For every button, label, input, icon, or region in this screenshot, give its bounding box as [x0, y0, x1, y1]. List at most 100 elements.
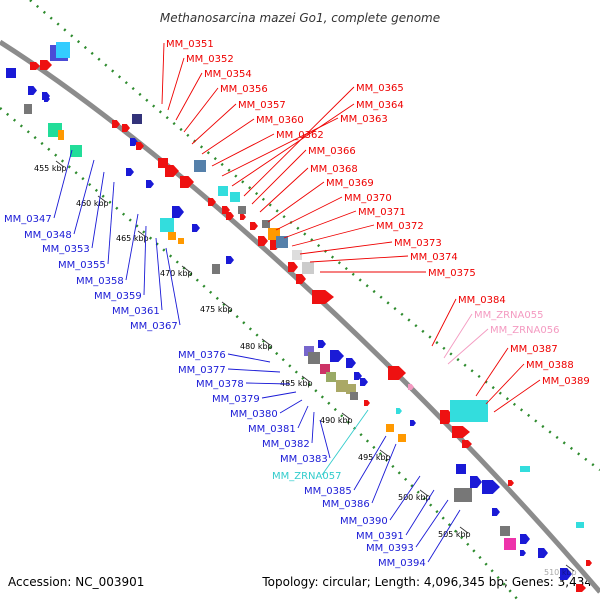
gene-label-mm-0365: MM_0365	[356, 83, 404, 94]
leader-line-mm-0361	[155, 237, 163, 311]
gene-feature-31	[258, 236, 268, 246]
gene-label-mm-0352: MM_0352	[186, 54, 234, 65]
gene-feature-1	[56, 42, 70, 58]
tick-mark-2	[137, 230, 147, 238]
leader-line-mm-0377	[227, 368, 281, 373]
gene-label-mm-0369: MM_0369	[326, 178, 374, 189]
gene-feature-37	[302, 262, 314, 274]
leader-line-mm-0374	[309, 255, 409, 263]
tick-label-7: 490 kbp	[320, 416, 353, 425]
leader-line-mm-0347	[53, 149, 73, 219]
gene-label-mm-zrna057: MM_ZRNA057	[272, 471, 341, 482]
leader-line-mm-0386	[371, 443, 397, 504]
gene-feature-68	[452, 426, 470, 438]
gene-feature-54	[326, 372, 336, 382]
gene-label-mm-0390: MM_0390	[340, 516, 388, 527]
gene-feature-40	[312, 290, 334, 304]
leader-line-mm-0360	[201, 118, 255, 155]
tick-mark-11	[565, 564, 575, 572]
gene-label-mm-0355: MM_0355	[58, 260, 106, 271]
leader-line-mm-0359	[143, 225, 147, 296]
leader-line-mm-0354	[175, 72, 203, 121]
tick-mark-5	[261, 338, 271, 346]
leader-line-mm-0355	[107, 181, 115, 265]
leader-line-mm-0365	[243, 86, 355, 197]
gene-feature-44	[178, 238, 184, 244]
tick-mark-8	[379, 449, 389, 457]
gene-feature-76	[500, 526, 510, 536]
gene-label-mm-0383: MM_0383	[280, 454, 328, 465]
gene-label-mm-0367: MM_0367	[130, 321, 178, 332]
tick-label-8: 495 kbp	[358, 453, 391, 462]
gene-label-mm-0364: MM_0364	[356, 100, 404, 111]
tick-mark-3	[181, 265, 191, 273]
leader-line-mm-0384	[431, 298, 457, 347]
tick-label-11: 510 kbp	[544, 568, 577, 577]
gene-feature-60	[364, 400, 370, 406]
gene-labels: MM_0351MM_0352MM_0354MM_0356MM_0357MM_03…	[4, 39, 590, 569]
gene-feature-19	[180, 176, 194, 188]
tick-label-0: 455 kbp	[34, 164, 67, 173]
gene-label-mm-0386: MM_0386	[322, 499, 370, 510]
gene-feature-47	[226, 256, 234, 264]
leader-line-mm-0362	[211, 133, 275, 167]
label-leaders	[53, 42, 541, 563]
tick-label-10: 505 kbp	[438, 530, 471, 539]
gene-label-mm-0388: MM_0388	[526, 360, 574, 371]
leader-line-mm-0378	[245, 382, 291, 385]
gene-feature-11	[44, 96, 50, 102]
leader-line-mm-0356	[183, 87, 219, 133]
gene-label-mm-0366: MM_0366	[308, 146, 356, 157]
gene-feature-85	[576, 522, 584, 528]
gene-feature-53	[320, 364, 330, 374]
gene-feature-23	[218, 186, 228, 196]
gene-label-mm-0380: MM_0380	[230, 409, 278, 420]
leader-line-mm-0366	[251, 149, 307, 205]
gene-label-mm-0377: MM_0377	[178, 365, 226, 376]
tick-label-5: 480 kbp	[240, 342, 273, 351]
tick-mark-6	[301, 375, 311, 383]
gene-label-mm-0389: MM_0389	[542, 376, 590, 387]
gene-label-mm-0387: MM_0387	[510, 344, 558, 355]
gene-feature-48	[304, 346, 314, 356]
genome-backbone	[0, 39, 600, 594]
gene-feature-69	[450, 400, 488, 422]
gene-feature-22	[146, 180, 154, 188]
leader-line-mm-0387	[475, 347, 509, 397]
gene-feature-83	[520, 466, 530, 472]
leader-line-mm-0376	[227, 353, 271, 363]
tick-mark-7	[341, 412, 351, 420]
leader-line-mm-0381	[297, 405, 309, 429]
leader-line-mm-0393	[415, 499, 449, 548]
gene-feature-45	[192, 224, 200, 232]
gene-feature-35	[262, 220, 270, 228]
gene-feature-14	[112, 120, 120, 128]
gene-label-mm-0394: MM_0394	[378, 558, 426, 569]
gene-label-mm-0358: MM_0358	[76, 276, 124, 287]
gene-feature-50	[318, 340, 326, 348]
gene-label-mm-0370: MM_0370	[344, 193, 392, 204]
gene-feature-5	[28, 86, 37, 95]
tick-label-9: 500 kbp	[398, 493, 431, 502]
topology-text: Topology: circular; Length: 4,096,345 bp…	[261, 575, 592, 589]
gene-feature-17	[158, 158, 168, 168]
leader-line-mm-0391	[405, 489, 435, 536]
gene-feature-55	[336, 380, 348, 392]
leader-line-mm-0380	[279, 399, 303, 414]
leader-line-mm-0372	[291, 224, 375, 247]
gene-feature-74	[482, 480, 500, 494]
gene-feature-39	[296, 274, 306, 284]
leader-line-mm-0353	[91, 171, 105, 249]
gene-feature-59	[350, 392, 358, 400]
leader-line-mm-0382	[311, 411, 315, 444]
leader-line-mm-zrna056	[447, 328, 489, 365]
gene-label-mm-zrna055: MM_ZRNA055	[474, 310, 543, 321]
gene-feature-18	[165, 165, 179, 177]
gene-label-mm-0357: MM_0357	[238, 100, 286, 111]
gene-label-mm-0363: MM_0363	[340, 114, 388, 125]
gene-label-mm-zrna056: MM_ZRNA056	[490, 325, 559, 336]
leader-line-mm-0357	[191, 103, 237, 145]
